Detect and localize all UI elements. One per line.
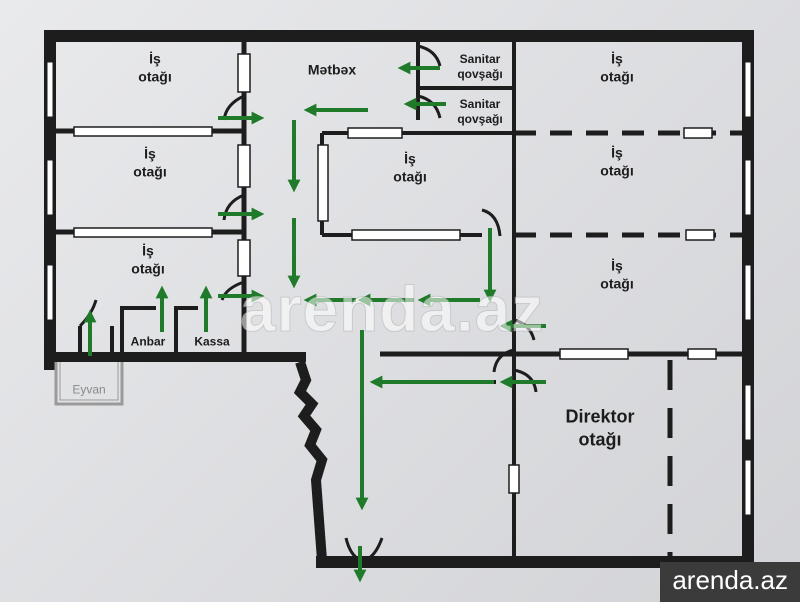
radiator xyxy=(237,239,251,277)
room-label-line: İş xyxy=(404,150,416,167)
room-label-line: İş xyxy=(611,50,623,67)
window xyxy=(46,264,54,321)
room-label-director: Direktor otağı xyxy=(565,406,634,451)
room-label-line: İş xyxy=(144,145,156,162)
stepped-wall xyxy=(293,360,328,561)
room-label-line: İş xyxy=(149,50,161,67)
radiator xyxy=(508,464,520,494)
watermark: arenda.az xyxy=(239,273,545,346)
room-label-line: İş xyxy=(611,144,623,161)
room-label-wc-1: Sanitar qovşağı xyxy=(457,52,502,82)
door xyxy=(417,44,442,67)
door xyxy=(513,368,538,393)
room-label-office-w-mid: İş otağı xyxy=(133,146,166,181)
radiator xyxy=(685,229,715,241)
room-label-kitchen: Mətbəx xyxy=(307,61,357,78)
room-label-cashier: Kassa xyxy=(194,334,230,349)
windows xyxy=(46,61,752,516)
radiator xyxy=(347,127,403,139)
wall xyxy=(120,306,156,352)
room-label-line: otağı xyxy=(393,168,427,184)
room-label-wc-2: Sanitar qovşağı xyxy=(457,97,502,127)
radiator xyxy=(73,126,213,137)
balcony-outline xyxy=(54,362,124,406)
room-label-office-e-mid: İş otağı xyxy=(600,145,633,180)
radiator xyxy=(559,348,629,360)
balcony-outline-inner xyxy=(59,362,119,401)
room-label-line: otağı xyxy=(131,260,165,276)
door xyxy=(220,280,245,301)
evacuation-routes xyxy=(83,61,546,583)
window xyxy=(744,61,752,118)
radiators xyxy=(73,53,717,494)
room-label-office-ne: İş otağı xyxy=(600,51,633,86)
room-label-line: qovşağı xyxy=(457,112,503,126)
room-label-line: Sanitar xyxy=(459,52,501,66)
window xyxy=(744,264,752,321)
radiator xyxy=(683,127,713,139)
room-label-office-center: İş otağı xyxy=(393,151,426,186)
room-label-line: qovşağı xyxy=(457,67,503,81)
radiator xyxy=(237,144,251,188)
room-label-balcony: Eyvan xyxy=(72,382,106,397)
radiator xyxy=(351,229,461,241)
room-label-line: İş xyxy=(142,242,154,259)
door xyxy=(365,537,384,562)
room-label-line: otağı xyxy=(600,68,634,84)
site-badge: arenda.az xyxy=(660,562,800,602)
window xyxy=(46,159,54,216)
room-label-line: Direktor xyxy=(565,406,635,427)
room-label-line: otağı xyxy=(133,163,167,179)
room-label-storage: Anbar xyxy=(130,334,166,349)
room-label-line: otağı xyxy=(600,162,634,178)
southwest-wall xyxy=(44,352,306,362)
room-label-line: Sanitar xyxy=(459,97,501,111)
door xyxy=(481,208,502,237)
window xyxy=(744,459,752,516)
door xyxy=(417,94,442,119)
window xyxy=(744,159,752,216)
room-label-line: İş xyxy=(611,257,623,274)
room-label-line: otağı xyxy=(138,68,172,84)
radiator xyxy=(237,53,251,93)
door xyxy=(492,348,515,373)
window xyxy=(46,61,54,118)
door xyxy=(222,193,245,221)
wall xyxy=(174,306,198,352)
radiator xyxy=(317,144,329,222)
north-wall xyxy=(44,30,754,42)
window xyxy=(744,384,752,441)
room-label-line: otağı xyxy=(600,275,634,291)
radiator xyxy=(73,227,213,238)
radiator xyxy=(687,348,717,360)
room-label-line: otağı xyxy=(578,429,622,449)
room-label-office-nw: İş otağı xyxy=(138,51,171,86)
room-label-office-e-low: İş otağı xyxy=(600,258,633,293)
south-wall xyxy=(316,556,754,568)
room-label-office-w-low: İş otağı xyxy=(131,243,164,278)
